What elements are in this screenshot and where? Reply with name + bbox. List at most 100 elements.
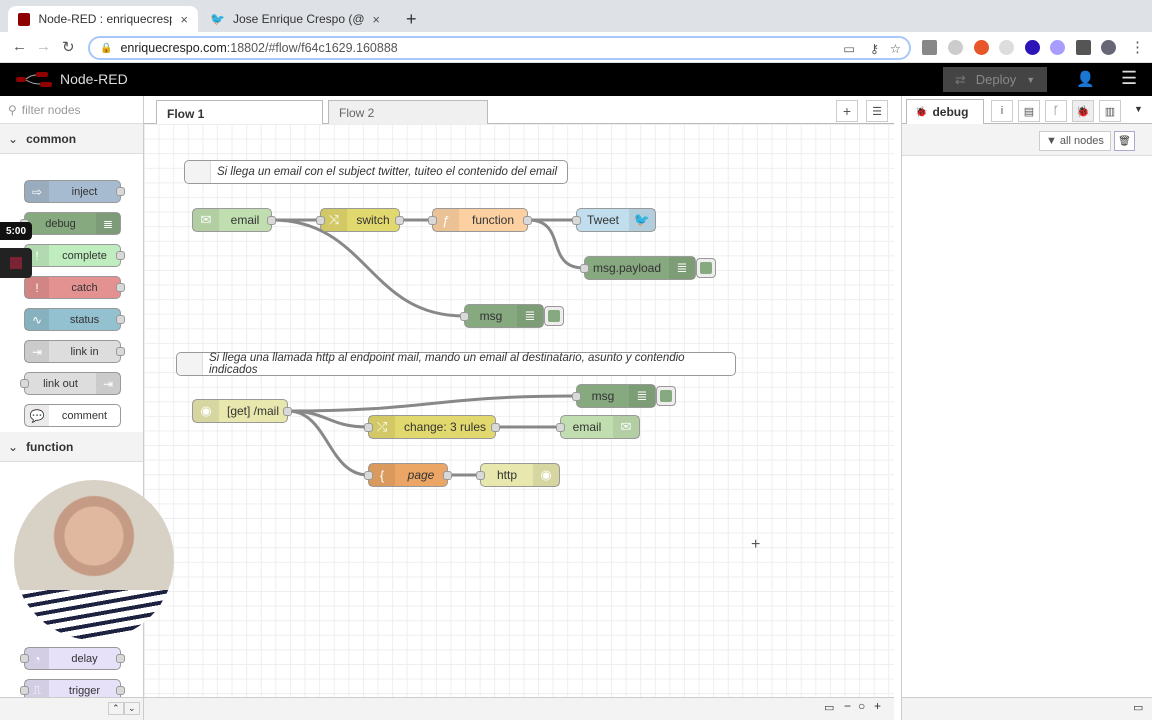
output-port[interactable]: [116, 187, 125, 196]
output-port[interactable]: [116, 251, 125, 260]
output-port[interactable]: [116, 347, 125, 356]
flow-node-change[interactable]: ⤮change: 3 rules: [364, 415, 500, 439]
sidebar-menu-caret-icon[interactable]: ▼: [1134, 104, 1143, 114]
input-port[interactable]: [20, 654, 29, 663]
flow-node-switch[interactable]: ⤨switch: [316, 208, 404, 232]
input-port[interactable]: [316, 216, 325, 225]
stop-recording-button[interactable]: [0, 248, 32, 278]
wire[interactable]: [271, 218, 465, 318]
zoom-reset-icon[interactable]: ○: [858, 699, 866, 713]
output-port[interactable]: [283, 407, 292, 416]
palette-node-inject[interactable]: ⇨inject: [24, 180, 125, 203]
palette-node-trigger[interactable]: ⎍trigger: [20, 679, 125, 702]
comment-node[interactable]: Si llega una llamada http al endpoint ma…: [176, 352, 736, 376]
output-port[interactable]: [395, 216, 404, 225]
eyedropper-extension-icon[interactable]: [948, 40, 963, 55]
output-port[interactable]: [116, 283, 125, 292]
debug-toggle-button[interactable]: [544, 306, 564, 326]
output-port[interactable]: [116, 654, 125, 663]
input-port[interactable]: [572, 392, 581, 401]
star-icon[interactable]: ☆: [889, 41, 901, 56]
flow-node-template[interactable]: {page: [364, 463, 452, 487]
flow-node-dbg-msg1[interactable]: msg≣: [460, 304, 544, 328]
popout-icon[interactable]: ▭: [1133, 702, 1144, 714]
gmail-extension-icon[interactable]: [922, 40, 937, 55]
collapse-all-icon[interactable]: ⌃: [108, 702, 124, 715]
filter-nodes-input[interactable]: ⚲ filter nodes: [0, 96, 143, 124]
close-tab-icon[interactable]: ×: [180, 11, 188, 27]
filter-all-nodes-button[interactable]: ▼all nodes: [1039, 131, 1111, 151]
input-port[interactable]: [476, 471, 485, 480]
palette-node-complete[interactable]: !complete: [24, 244, 125, 267]
flow-node-email-out[interactable]: email✉: [556, 415, 640, 439]
input-port[interactable]: [364, 423, 373, 432]
palette-node-link-in[interactable]: ⇥link in: [24, 340, 125, 363]
flow-node-email-in[interactable]: ✉email: [192, 208, 276, 232]
input-port[interactable]: [556, 423, 565, 432]
input-port[interactable]: [20, 379, 29, 388]
dark-mode-extension-icon[interactable]: [999, 40, 1014, 55]
url-input[interactable]: 🔒 enriquecrespo.com:18802/#flow/f64c1629…: [88, 36, 911, 60]
new-tab-button[interactable]: +: [406, 8, 417, 29]
forward-icon[interactable]: →: [36, 38, 51, 55]
profile-avatar[interactable]: [1101, 40, 1116, 55]
extension-icon[interactable]: [974, 40, 989, 55]
user-icon[interactable]: 👤: [1076, 71, 1095, 88]
flow-canvas[interactable]: Si llega un email con el subject twitter…: [144, 124, 894, 697]
palette-node-link-out[interactable]: link out⇥: [20, 372, 121, 395]
output-port[interactable]: [267, 216, 276, 225]
info-tab-button[interactable]: i: [991, 100, 1013, 122]
output-port[interactable]: [443, 471, 452, 480]
output-port[interactable]: [116, 686, 125, 695]
list-flows-button[interactable]: ☰: [866, 100, 888, 122]
input-port[interactable]: [428, 216, 437, 225]
comment-node[interactable]: Si llega un email con el subject twitter…: [184, 160, 568, 184]
add-flow-button[interactable]: +: [836, 100, 858, 122]
git-tab-button[interactable]: ᚴ: [1045, 100, 1067, 122]
input-port[interactable]: [572, 216, 581, 225]
output-port[interactable]: [116, 315, 125, 324]
palette-category-common[interactable]: ⌄common: [0, 124, 143, 154]
flow-node-tweet[interactable]: Tweet🐦: [572, 208, 656, 232]
help-tab-button[interactable]: ▤: [1018, 100, 1040, 122]
deploy-button[interactable]: ⇄ Deploy ▼: [943, 67, 1047, 92]
navigator-icon[interactable]: ▭: [824, 702, 835, 714]
back-icon[interactable]: ←: [12, 38, 27, 55]
input-port[interactable]: [460, 312, 469, 321]
dashboard-tab-button[interactable]: ▥: [1099, 100, 1121, 122]
zoom-out-icon[interactable]: −: [844, 699, 852, 713]
main-menu-icon[interactable]: ☰: [1121, 68, 1138, 88]
browser-tab-twitter[interactable]: 🐦 Jose Enrique Crespo (@jecresp ×: [200, 6, 390, 32]
debug-tab-button[interactable]: 🐞: [1072, 100, 1094, 122]
palette-node-status[interactable]: ∿status: [24, 308, 125, 331]
wire[interactable]: [527, 218, 585, 270]
expand-all-icon[interactable]: ⌄: [124, 702, 140, 715]
wire[interactable]: [287, 394, 577, 413]
wire[interactable]: [287, 409, 369, 477]
reload-icon[interactable]: ↻: [62, 39, 75, 56]
tab-debug[interactable]: 🐞debug: [906, 99, 984, 125]
puzzle-extensions-icon[interactable]: [1076, 40, 1091, 55]
flow-node-dbg-msg2[interactable]: msg≣: [572, 384, 656, 408]
browser-tab-nodered[interactable]: Node-RED : enriquecrespo.com ×: [8, 6, 198, 32]
tab-flow-1[interactable]: Flow 1: [156, 100, 323, 126]
input-port[interactable]: [20, 686, 29, 695]
tab-flow-2[interactable]: Flow 2: [328, 100, 488, 125]
palette-node-debug[interactable]: debug≣: [20, 212, 121, 235]
palette-node-delay[interactable]: ◔delay: [20, 647, 125, 670]
caret-down-icon[interactable]: ▼: [1026, 74, 1036, 85]
extension-icon[interactable]: [1050, 40, 1065, 55]
flow-node-http-in[interactable]: ◉[get] /mail: [192, 399, 292, 423]
zoom-in-icon[interactable]: +: [874, 699, 882, 713]
cast-icon[interactable]: ▭: [843, 41, 855, 56]
output-port[interactable]: [491, 423, 500, 432]
debug-toggle-button[interactable]: [696, 258, 716, 278]
input-port[interactable]: [580, 264, 589, 273]
palette-node-catch[interactable]: !catch: [24, 276, 125, 299]
chrome-menu-icon[interactable]: ⋮: [1130, 39, 1145, 56]
key-icon[interactable]: ⚷: [869, 41, 879, 56]
flow-node-dbg-payload[interactable]: msg.payload≣: [580, 256, 696, 280]
palette-category-function[interactable]: ⌄function: [0, 432, 143, 462]
extension-icon[interactable]: [1025, 40, 1040, 55]
